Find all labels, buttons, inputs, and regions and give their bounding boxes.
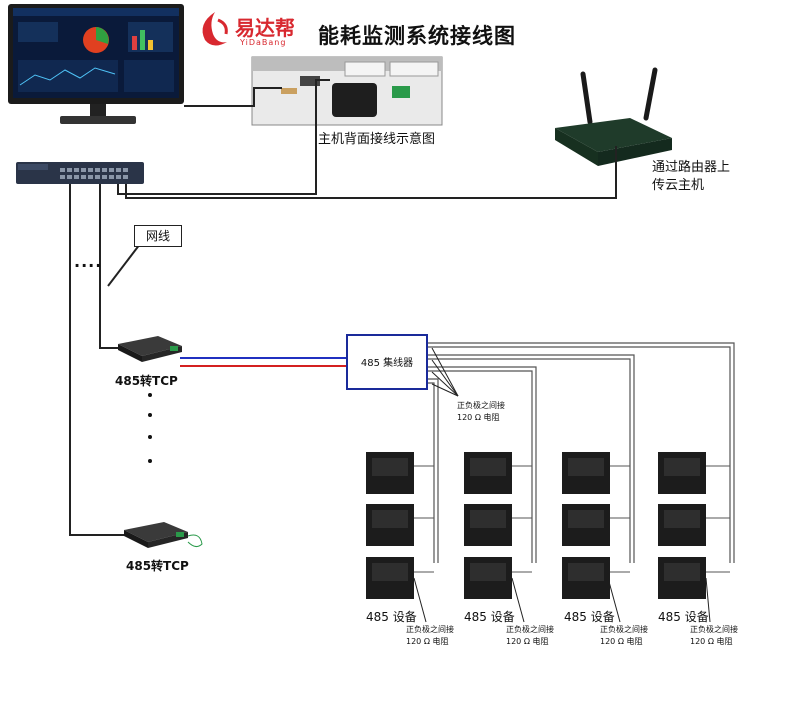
device-2-note-line2: 120 Ω 电阻: [506, 637, 549, 646]
device-2-note-line1: 正负极之间接: [506, 625, 554, 634]
brand-logo-icon: [202, 12, 228, 46]
meter-column-1: [366, 452, 434, 599]
converter-top-icon: [118, 336, 182, 362]
converter-bottom-icon: [124, 522, 203, 548]
device-label-4: 485 设备: [658, 610, 709, 624]
meter-column-3: [562, 452, 630, 599]
hub-resistor-note-line1: 正负极之间接: [457, 401, 505, 410]
converter-top-label: 485转TCP: [115, 374, 178, 388]
network-switch-icon: [16, 162, 144, 184]
device-label-1: 485 设备: [366, 610, 417, 624]
device-1-note-line1: 正负极之间接: [406, 625, 454, 634]
converter-bottom-label: 485转TCP: [126, 559, 189, 573]
device-4-note-line1: 正负极之间接: [690, 625, 738, 634]
brand-name: 易达帮: [235, 16, 295, 40]
backpanel-caption: 主机背面接线示意图: [318, 132, 436, 147]
more-switch-ports-dots: ····: [74, 256, 103, 275]
page-title: 能耗监测系统接线图: [318, 24, 516, 48]
vertical-dots: [148, 393, 152, 463]
cable-label: 网线: [134, 225, 182, 247]
router-caption-line1: 通过路由器上: [652, 160, 731, 175]
brand-subtitle: YiDaBang: [240, 38, 287, 47]
monitor-icon: [8, 4, 184, 124]
device-label-2: 485 设备: [464, 610, 515, 624]
router-caption-line2: 传云主机: [652, 178, 705, 193]
meter-column-4: [658, 452, 730, 599]
device-3-note-line2: 120 Ω 电阻: [600, 637, 643, 646]
host-backpanel-photo: [251, 56, 443, 126]
device-1-note-line2: 120 Ω 电阻: [406, 637, 449, 646]
rs485-bus-lines: [428, 342, 735, 563]
device-3-note-line1: 正负极之间接: [600, 625, 648, 634]
device-4-note-line2: 120 Ω 电阻: [690, 637, 733, 646]
hub-resistor-note-line2: 120 Ω 电阻: [457, 413, 500, 422]
rs485-hub: 485 集线器: [346, 334, 428, 390]
device-label-3: 485 设备: [564, 610, 615, 624]
network-cables: [69, 79, 617, 536]
meter-column-2: [464, 452, 532, 599]
wifi-router-icon: [555, 67, 672, 166]
